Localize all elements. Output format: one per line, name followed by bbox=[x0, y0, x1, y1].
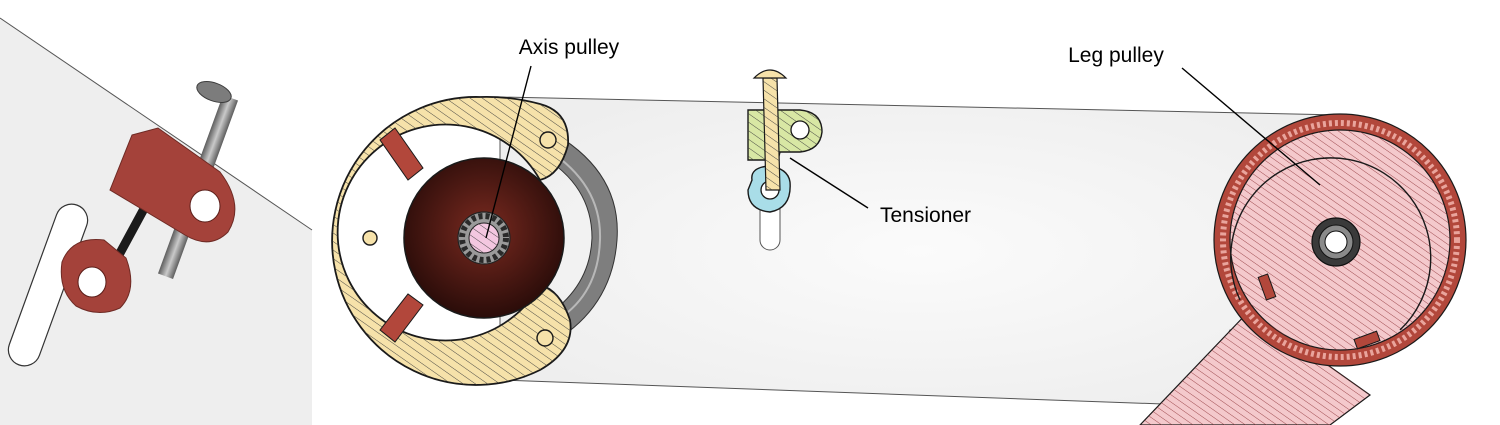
leg-pulley-tooth-ring bbox=[1220, 120, 1460, 360]
axis-pulley bbox=[331, 95, 618, 386]
tensioner bbox=[747, 69, 823, 213]
axis-pulley-hole-bottom bbox=[536, 329, 554, 347]
label-tensioner: Tensioner bbox=[880, 204, 971, 227]
axis-shaft-hatch bbox=[469, 223, 499, 253]
leader-axis-pulley bbox=[485, 65, 532, 239]
leg-pulley-slot-right bbox=[1353, 330, 1381, 350]
axis-pulley-insert-upper bbox=[379, 127, 424, 181]
callout-tensioner: Tensioner bbox=[789, 157, 971, 227]
inset-plate bbox=[0, 18, 312, 425]
tensioner-bolt-hatch bbox=[763, 78, 780, 190]
tensioner-3d-inset bbox=[0, 17, 313, 425]
leg-pulley-bore bbox=[1324, 230, 1348, 254]
label-leg-pulley: Leg pulley bbox=[1068, 44, 1164, 67]
label-axis-pulley: Axis pulley bbox=[519, 36, 620, 59]
tensioner-bolt-head bbox=[752, 69, 788, 79]
callout-leg-pulley: Leg pulley bbox=[1068, 44, 1321, 186]
axis-pulley-hole-top bbox=[539, 131, 557, 149]
axis-pulley-insert-lower bbox=[379, 293, 424, 343]
leader-leg-pulley bbox=[1181, 67, 1321, 186]
callout-axis-pulley: Axis pulley bbox=[485, 36, 620, 239]
inset-eye-hole bbox=[77, 266, 107, 298]
tensioner-bracket-hole bbox=[790, 120, 810, 140]
axis-pulley-rim-inner bbox=[547, 149, 602, 326]
leg-pulley-groove bbox=[1230, 157, 1432, 331]
inset-plate-edge bbox=[0, 17, 313, 231]
leg-pulley bbox=[1139, 113, 1467, 425]
inset-slot bbox=[7, 203, 89, 367]
leg-pulley-slot-left bbox=[1257, 273, 1277, 301]
leg-arm-hatch bbox=[1140, 310, 1370, 425]
axis-spline-teeth bbox=[459, 213, 509, 263]
axis-pulley-hatch bbox=[332, 96, 571, 385]
axis-pulley-hole-left bbox=[362, 230, 378, 246]
inset-bracket-hole bbox=[189, 189, 221, 223]
inset-bolt-head bbox=[196, 81, 232, 103]
leader-tensioner bbox=[789, 157, 869, 209]
